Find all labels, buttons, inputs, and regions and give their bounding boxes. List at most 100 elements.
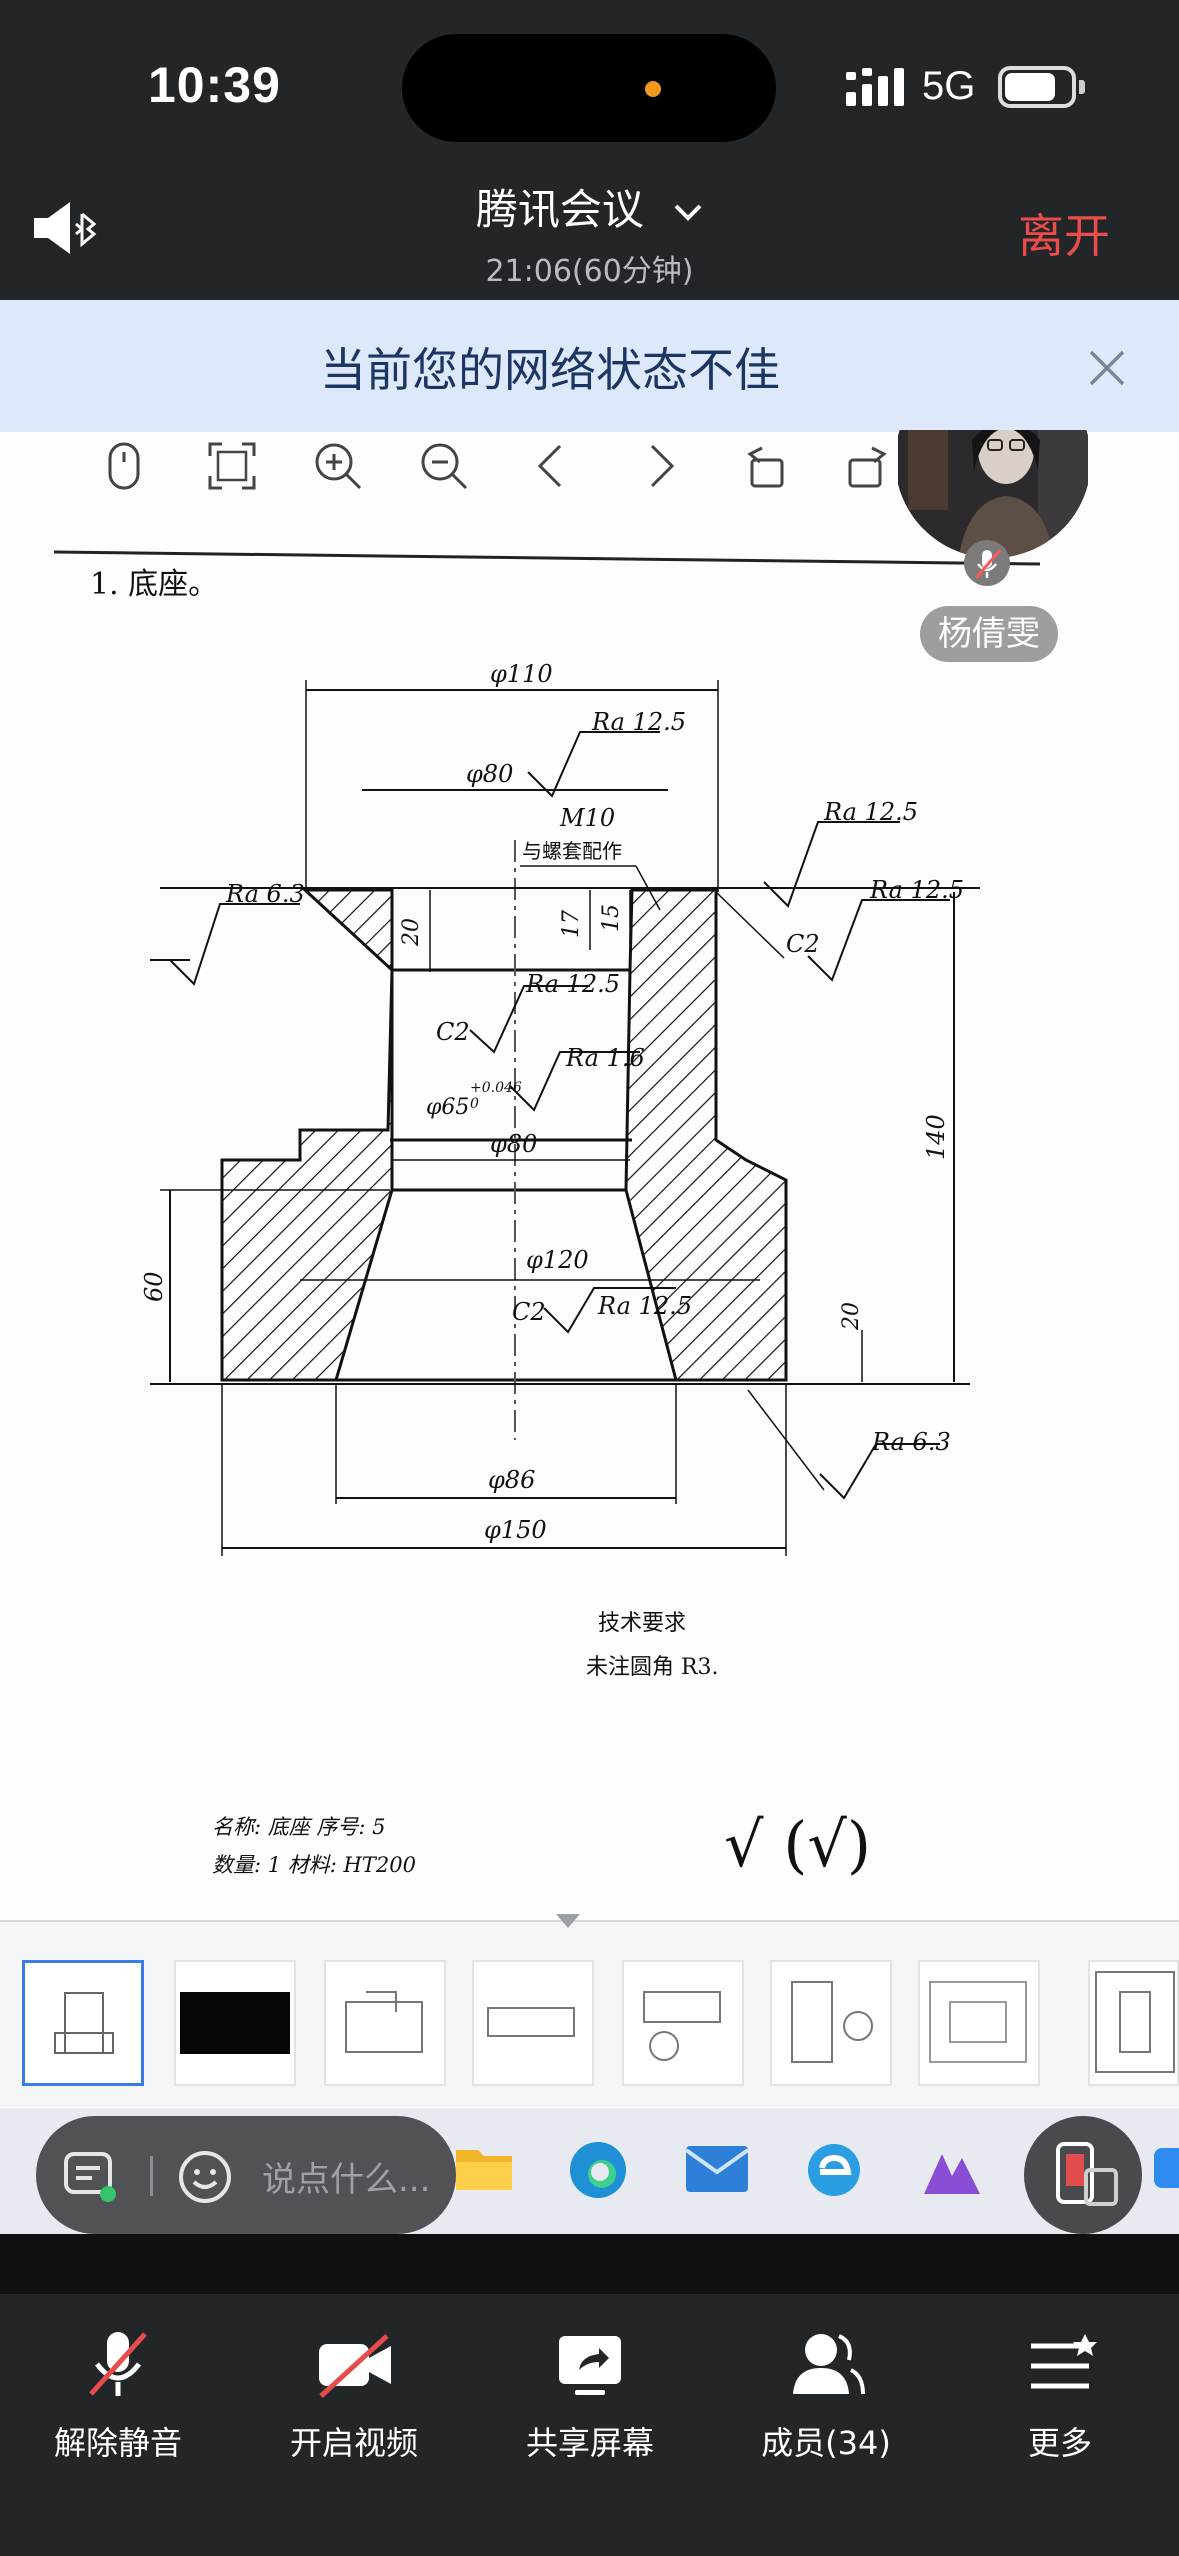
participant-name: 杨倩雯 xyxy=(920,606,1058,662)
meeting-title-text: 腾讯会议 xyxy=(475,185,644,234)
dim-d80-mid: φ80 xyxy=(490,1130,537,1158)
thumbnail-drawing-icon xyxy=(791,1981,874,2063)
chamfer-c2-inner: C2 xyxy=(436,1018,470,1046)
members-icon xyxy=(793,2334,865,2395)
start-video-label: 开启视频 xyxy=(289,2424,418,2462)
dim-h20-top: 20 xyxy=(399,918,424,947)
page-border-line xyxy=(53,550,1041,566)
dim-d86: φ86 xyxy=(488,1466,535,1494)
mouse-icon[interactable] xyxy=(96,438,152,494)
network-type: 5G xyxy=(922,64,976,108)
technical-drawing: 1. 底座。 φ110 φ80 Ra 12.5 M10 与螺套配作 Ra 12.… xyxy=(53,550,1041,1881)
dim-d65: φ65 xyxy=(426,1095,469,1120)
dim-h20-bottom: 20 xyxy=(839,1302,864,1331)
fullscreen-icon[interactable] xyxy=(204,438,260,494)
part-info-line1: 名称: 底座 序号: 5 xyxy=(212,1815,386,1839)
ra-12-5-top: Ra 12.5 xyxy=(591,708,686,736)
thumbnail-drawing-icon xyxy=(54,1992,114,2054)
share-screen-button[interactable]: 共享屏幕 xyxy=(490,2320,690,2464)
part-info-line2: 数量: 1 材料: HT200 xyxy=(212,1853,416,1877)
shared-screen xyxy=(0,432,1179,2108)
thumbnail-drawing-icon xyxy=(643,1991,721,2061)
thumbnail-page-2[interactable] xyxy=(174,1960,296,2086)
dim-h60: 60 xyxy=(140,1271,168,1302)
tech-requirements-title: 技术要求 xyxy=(598,1611,686,1636)
thumbnail-drawing-icon xyxy=(345,1991,423,2053)
screen-switch-icon xyxy=(1056,2142,1118,2206)
thumbnail-page-5[interactable] xyxy=(622,1960,744,2086)
thumbnail-page-3[interactable] xyxy=(324,1960,446,2086)
chamfer-c2-right: C2 xyxy=(786,930,820,958)
network-warning-text: 当前您的网络状态不佳 xyxy=(320,343,780,397)
edge-icon xyxy=(570,2142,626,2198)
thumbnail-drawing-icon xyxy=(929,1981,1027,2063)
chevron-down-icon xyxy=(674,204,702,221)
network-warning-banner xyxy=(0,300,1179,432)
ra-1-6: Ra 1.6 xyxy=(565,1044,645,1072)
mic-indicator-dot xyxy=(645,81,661,97)
rotate-left-icon[interactable] xyxy=(736,438,792,494)
bore-lines xyxy=(336,968,676,1382)
thumbnail-page-1[interactable] xyxy=(22,1960,144,2086)
prev-page-icon[interactable] xyxy=(524,438,580,494)
thumbnail-page-6[interactable] xyxy=(770,1960,892,2086)
screen-switch-button[interactable] xyxy=(1024,2116,1142,2234)
bluetooth-speaker-icon[interactable] xyxy=(32,200,102,256)
battery-level xyxy=(1005,73,1055,101)
dim-d80-top: φ80 xyxy=(466,760,513,788)
emoji-icon[interactable] xyxy=(176,2148,234,2206)
zoom-in-icon[interactable] xyxy=(310,438,366,494)
dim-d65-tolerance-lower: 0 xyxy=(470,1096,479,1112)
unmute-label: 解除静音 xyxy=(53,2424,182,2462)
menu-more-icon xyxy=(1031,2334,1097,2389)
mic-off-icon xyxy=(974,549,1002,579)
dim-h140: 140 xyxy=(922,1114,950,1160)
zoom-out-icon[interactable] xyxy=(416,438,472,494)
dim-h17: 17 xyxy=(559,910,584,938)
mic-off-icon xyxy=(89,2332,147,2396)
meeting-duration: 21:06(60分钟) xyxy=(485,254,694,289)
participant-mic-muted-badge xyxy=(964,540,1010,586)
thumbnail-page-4[interactable] xyxy=(472,1960,594,2086)
dim-m10: M10 xyxy=(559,804,615,832)
members-button[interactable]: 成员(34) xyxy=(726,2320,926,2464)
leave-button[interactable]: 离开 xyxy=(1018,209,1110,263)
rotate-right-icon[interactable] xyxy=(842,438,898,494)
chat-list-icon[interactable] xyxy=(62,2148,118,2204)
battery-icon xyxy=(998,66,1076,108)
meeting-title[interactable]: 腾讯会议 xyxy=(0,176,1179,237)
chat-input-pill[interactable] xyxy=(36,2116,456,2234)
dim-d65-tolerance: +0.046 xyxy=(470,1080,522,1096)
chat-placeholder[interactable]: 说点什么... xyxy=(262,2160,431,2200)
ra-6-3-bottom: Ra 6.3 xyxy=(871,1428,951,1456)
signal-icon xyxy=(846,68,904,106)
divider-strip xyxy=(0,2234,1179,2294)
collapse-handle-icon[interactable] xyxy=(548,1912,588,1932)
section-left-wall xyxy=(220,888,394,1382)
more-button[interactable]: 更多 xyxy=(960,2320,1160,2464)
dim-d120: φ120 xyxy=(526,1246,589,1274)
section-right-wall xyxy=(624,888,788,1382)
thumbnail-drawing-icon xyxy=(1095,1971,1175,2073)
thumbnail-page-8[interactable] xyxy=(1088,1960,1179,2086)
ra-6-3-left: Ra 6.3 xyxy=(225,880,305,908)
drawing-heading: 1. 底座。 xyxy=(90,567,218,602)
thumbnail-drawing-icon xyxy=(487,2007,575,2037)
chat-divider xyxy=(150,2156,153,2196)
ra-12-5-right-b: Ra 12.5 xyxy=(869,876,964,904)
status-time: 10:39 xyxy=(148,57,281,113)
m10-note: 与螺套配作 xyxy=(522,839,622,863)
unmute-button[interactable]: 解除静音 xyxy=(18,2320,218,2464)
next-page-icon[interactable] xyxy=(632,438,688,494)
ra-12-5-inner: Ra 12.5 xyxy=(525,970,620,998)
dim-h15: 15 xyxy=(599,904,624,932)
app-icon-partial xyxy=(1154,2148,1179,2188)
chamfer-c2-lower: C2 xyxy=(512,1298,546,1326)
share-screen-label: 共享屏幕 xyxy=(525,2424,654,2462)
ra-12-5-right-a: Ra 12.5 xyxy=(823,798,918,826)
thumbnail-page-7[interactable] xyxy=(918,1960,1040,2086)
close-icon[interactable] xyxy=(1085,346,1129,390)
start-video-button[interactable]: 开启视频 xyxy=(254,2320,454,2464)
camera-off-icon xyxy=(319,2334,391,2398)
share-screen-icon xyxy=(559,2336,621,2395)
